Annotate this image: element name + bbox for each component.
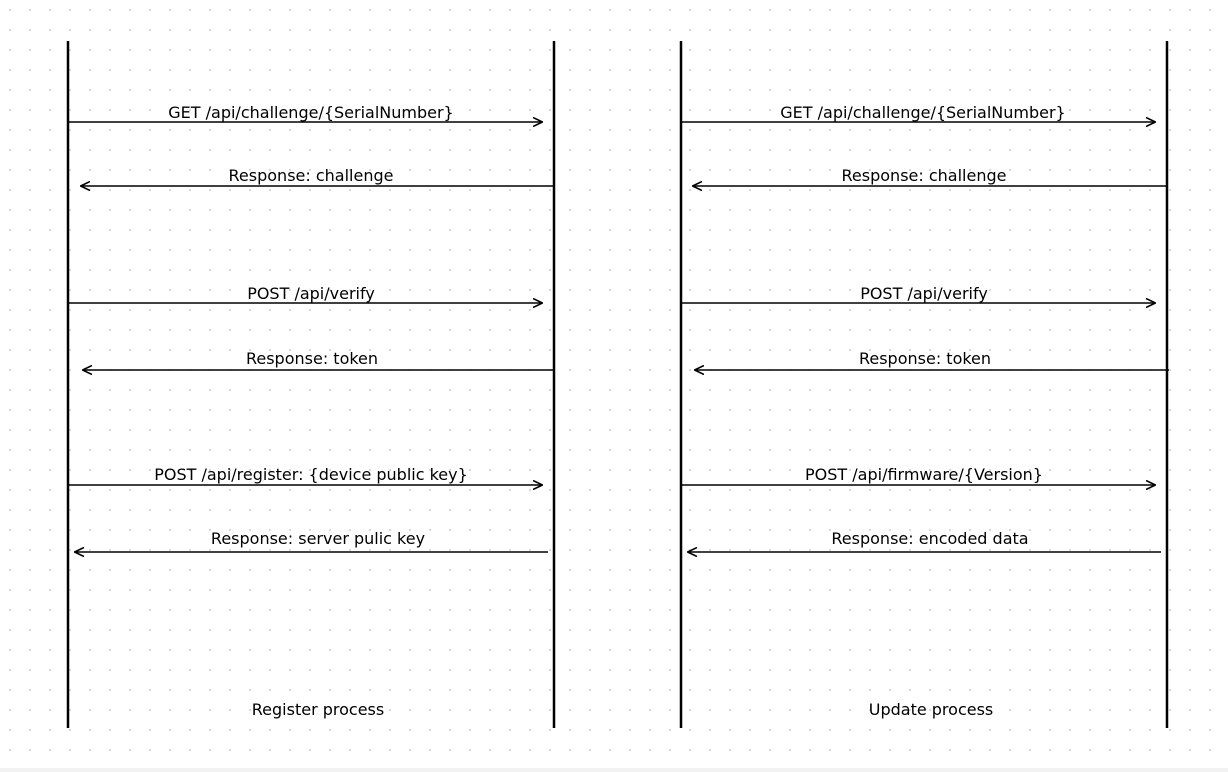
update-message-label-6: Response: encoded data [831, 529, 1028, 548]
register-message-label-4: Response: token [246, 349, 378, 368]
update-message-label-2: Response: challenge [842, 166, 1007, 185]
update-process-diagram: GET /api/challenge/{SerialNumber} Respon… [679, 41, 1169, 728]
update-message-label-4: Response: token [859, 349, 991, 368]
update-message-label-5: POST /api/firmware/{Version} [805, 465, 1043, 484]
register-process-caption: Register process [252, 700, 384, 719]
register-message-label-5: POST /api/register: {device public key} [154, 465, 468, 484]
register-message-label-6: Response: server pulic key [211, 529, 425, 548]
update-message-label-3: POST /api/verify [860, 284, 988, 303]
register-message-label-3: POST /api/verify [247, 284, 375, 303]
update-message-label-1: GET /api/challenge/{SerialNumber} [780, 103, 1065, 122]
bottom-border-strip [0, 768, 1228, 772]
register-message-label-2: Response: challenge [229, 166, 394, 185]
register-process-diagram: GET /api/challenge/{SerialNumber} Respon… [66, 41, 556, 728]
update-process-caption: Update process [869, 700, 994, 719]
register-message-label-1: GET /api/challenge/{SerialNumber} [168, 103, 453, 122]
